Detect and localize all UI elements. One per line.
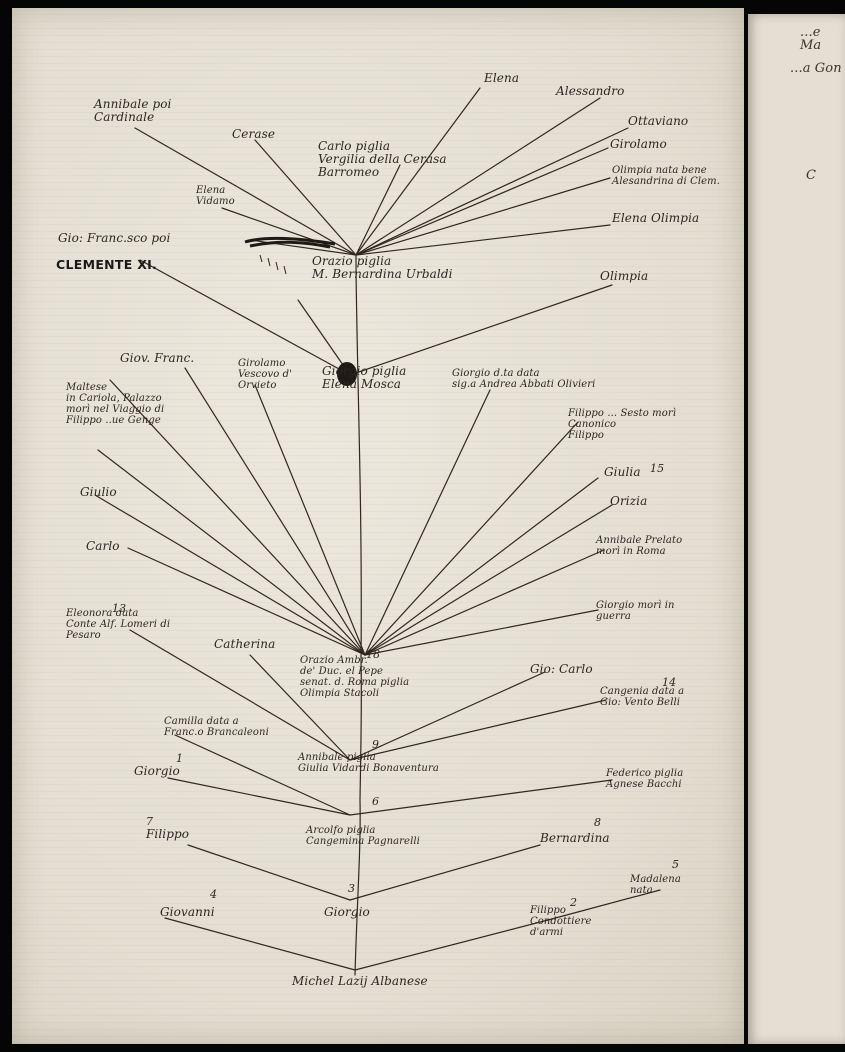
gen-number: 5	[672, 858, 680, 871]
person-giovanni: Giovanni	[160, 905, 215, 919]
person-maddalena: Madalena nata	[630, 874, 681, 896]
person-filippo-low: Filippo	[146, 827, 190, 841]
person-orazio: Orazio piglia M. Bernardina Urbaldi	[312, 254, 453, 281]
gen-number: 13	[112, 602, 127, 615]
gen-number: 4	[210, 888, 218, 901]
person-giov-franc-mid: Giov. Franc.	[120, 351, 195, 365]
person-camilla: Camilla data a Franc.o Brancaleoni	[164, 716, 269, 738]
person-gio-francesco: Gio: Franc.sco poi	[58, 231, 171, 245]
margin-note-2: ...a Gon	[790, 61, 842, 76]
person-eleonora: Eleonora data Conte Alf. Lomeri di Pesar…	[66, 608, 171, 641]
person-giorgio-abbate: Giorgio d.ta data sig.a Andrea Abbati Ol…	[452, 368, 596, 390]
person-annibale-cardinale: Annibale poi Cardinale	[94, 97, 172, 124]
person-alessandro: Alessandro	[556, 84, 625, 98]
person-giorgio-low: Giorgio	[324, 905, 370, 919]
person-girolamo-top: Girolamo	[610, 137, 667, 151]
person-cangenia: Cangenia data a Gio: Vento Belli	[600, 686, 685, 708]
person-filippo-condottiere: Filippo Condottiere d'armi	[530, 905, 592, 938]
person-carlo: Carlo piglia Vergilia della Cerasa Barro…	[318, 139, 447, 179]
person-filippo-mid: Filippo ... Sesto morì Canonico Filippo	[568, 408, 677, 441]
adjacent-page	[748, 14, 845, 1044]
person-elena-top: Elena	[484, 71, 520, 85]
gen-number: 7	[146, 815, 154, 828]
person-maltese: Maltese in Cariola, Palazzo morì nel Via…	[66, 382, 165, 426]
gen-number: 18	[366, 648, 381, 661]
person-giorgio-left: Giorgio	[134, 764, 180, 778]
gen-number: 8	[594, 816, 602, 829]
margin-note-1: ...e Ma	[800, 25, 822, 53]
gen-number: 2	[570, 896, 578, 909]
person-arcolfo: Arcolfo piglia Cangemina Pagnarelli	[306, 825, 420, 847]
person-orizia: Orizia	[610, 494, 648, 508]
person-elena-vidamo: Elena Vidamo	[196, 185, 235, 207]
person-catherina: Catherina	[214, 637, 276, 651]
person-bernardina: Bernardina	[540, 831, 610, 845]
person-giulio: Giulio	[80, 485, 117, 499]
gen-number: 14	[662, 676, 677, 689]
person-annibale-giulia: Annibale piglia Giulia Vidardi Bonaventu…	[298, 752, 439, 774]
person-orazio-ambrosio: Orazio Ambr. de' Duc. el Pepe senat. d. …	[300, 655, 410, 699]
person-cerase: Cerase	[232, 127, 276, 141]
ink-blot	[337, 362, 357, 386]
manuscript-page	[12, 8, 744, 1044]
person-elena-olimpia: Elena Olimpia	[612, 211, 700, 225]
trunk-line	[354, 254, 363, 976]
person-giorgio-mid: Giorgio piglia Elena Mosca	[322, 364, 407, 391]
strikeout-scribble	[244, 236, 336, 249]
margin-note-3: C	[806, 168, 817, 183]
person-olimpia-nata: Olimpia nata bene Alesandrina di Clem.	[612, 165, 721, 187]
gen-number: 1	[176, 752, 184, 765]
person-federico: Federico piglia Agnese Bacchi	[606, 768, 684, 790]
person-michele: Michel Lazij Albanese	[292, 974, 428, 988]
person-giulia: Giulia	[604, 465, 641, 479]
person-clemente-xi: CLEMENTE XI.	[56, 257, 158, 272]
gen-number: 9	[372, 738, 380, 751]
gen-number: 6	[372, 795, 380, 808]
person-carlo-left: Carlo	[86, 539, 120, 553]
person-ottaviano: Ottaviano	[628, 114, 689, 128]
person-gio-carlo: Gio: Carlo	[530, 662, 593, 676]
person-olimpia-mid: Olimpia	[600, 269, 649, 283]
gen-number: 15	[650, 462, 665, 475]
gen-number: 3	[348, 882, 356, 895]
person-giorgio-guerra: Giorgio morì in guerra	[596, 600, 675, 622]
person-annibale-prelato: Annibale Prelato morì in Roma	[596, 535, 683, 557]
person-girolamo-vescovo: Girolamo Vescovo d' Orvieto	[238, 358, 292, 391]
